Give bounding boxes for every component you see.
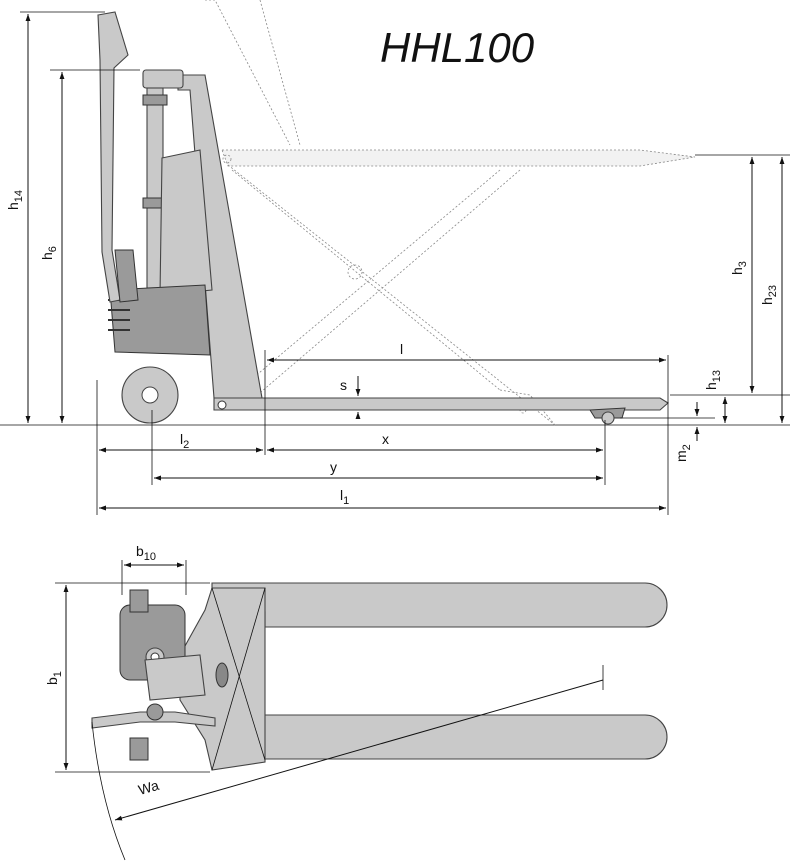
fork-bottom <box>211 714 668 760</box>
label-wa: Wa <box>136 777 160 798</box>
side-view: h14 h6 h3 h23 h13 m2 l s <box>0 0 790 515</box>
load-roller <box>601 411 615 425</box>
label-s: s <box>340 377 347 393</box>
mast-top <box>142 69 184 89</box>
model-title: HHL100 <box>380 24 535 71</box>
label-l1: l1 <box>340 487 349 507</box>
steer-wheel-hub <box>141 386 159 404</box>
label-l: l <box>400 341 403 357</box>
raised-position-ghost <box>205 0 696 426</box>
pump-block <box>159 149 213 296</box>
label-x: x <box>382 431 389 447</box>
top-view: b10 b1 Wa <box>44 543 668 861</box>
wheel-top <box>129 589 149 613</box>
fork <box>213 397 669 411</box>
label-l2: l2 <box>180 431 189 451</box>
label-h3: h3 <box>729 261 749 275</box>
label-h6: h6 <box>39 246 59 260</box>
wheel-bottom <box>129 737 149 761</box>
steer-column-top <box>144 654 206 701</box>
cylinder-collar <box>142 94 168 106</box>
label-h13: h13 <box>703 370 723 390</box>
pump-mechanism <box>109 284 211 356</box>
tiller-joint <box>114 249 139 303</box>
label-m2: m2 <box>673 444 693 462</box>
label-b1: b1 <box>44 671 64 685</box>
fork-top <box>211 582 668 628</box>
label-b10: b10 <box>136 543 156 563</box>
label-h14: h14 <box>5 190 25 210</box>
label-y: y <box>330 459 337 475</box>
label-h23: h23 <box>759 285 779 305</box>
tiller-handle[interactable] <box>97 11 129 303</box>
